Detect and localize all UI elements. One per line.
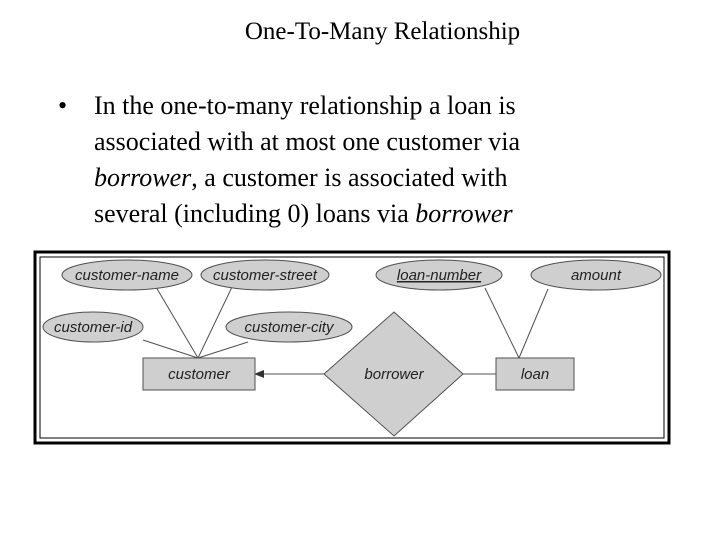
entity-customer [142, 357, 256, 391]
bullet-marker: • [58, 91, 68, 120]
attribute-label-key: loan-number [397, 267, 482, 284]
arrow-head [254, 370, 264, 378]
attribute-label: customer-name [75, 267, 179, 284]
entity-label: loan [521, 366, 549, 383]
connector-line [155, 286, 199, 359]
attribute-customer-street [200, 259, 330, 291]
connector-line [142, 339, 199, 359]
bullet-line: several (including 0) loans via borrower [94, 199, 513, 228]
attribute-customer-city [225, 311, 353, 343]
attribute-label: amount [571, 267, 622, 284]
connector-line [484, 287, 520, 359]
attribute-loan-number [375, 259, 503, 291]
relationship-borrower [323, 311, 464, 437]
bullet-line: associated with at most one customer via [94, 127, 521, 156]
attribute-amount [530, 259, 662, 291]
entity-loan [495, 357, 575, 391]
connector-line [518, 288, 549, 359]
slide-title: One-To-Many Relationship [244, 18, 521, 45]
entity-label: customer [168, 366, 231, 383]
attribute-label: customer-city [245, 319, 335, 336]
attribute-customer-name [61, 259, 193, 291]
attribute-customer-id [42, 311, 144, 343]
bullet-text: In the one-to-many relationship a loan i… [94, 88, 694, 232]
connector-line [197, 341, 249, 359]
er-diagram: customer-name customer-street customer-i… [33, 250, 671, 445]
attribute-label: customer-street [213, 267, 318, 284]
attribute-label: customer-id [54, 319, 133, 336]
bullet-line: In the one-to-many relationship a loan i… [94, 91, 516, 120]
diagram-inner-frame [39, 256, 665, 439]
bullet-line: borrower, a customer is associated with [94, 163, 508, 192]
connector-line [197, 286, 233, 359]
relationship-label: borrower [364, 366, 424, 383]
